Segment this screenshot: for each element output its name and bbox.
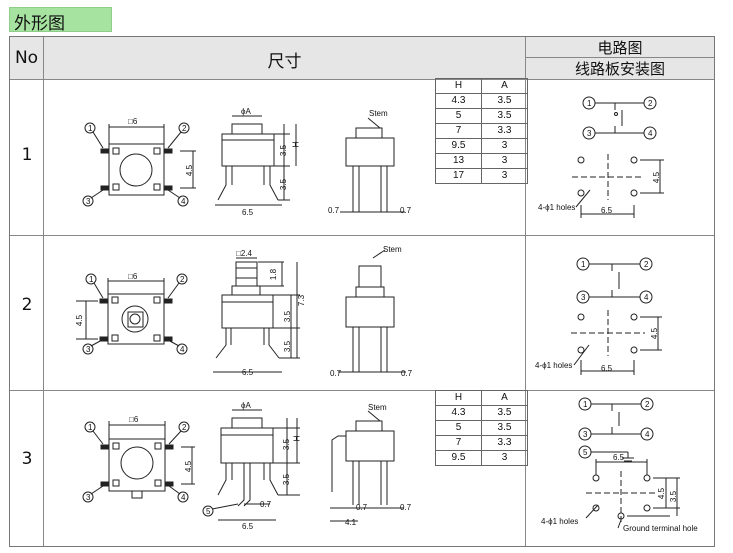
row2-circuit: [576, 257, 653, 304]
row1-side-view: [215, 115, 297, 206]
row-divider-0: [10, 79, 714, 80]
header-no: No: [14, 48, 39, 68]
col-divider-1: [43, 37, 44, 546]
row3-circuit: [578, 397, 654, 462]
row3-side-view: [202, 409, 300, 521]
row3-pcb-layout: [585, 459, 680, 529]
header-size: 尺寸: [267, 52, 302, 72]
row1-front-view: [340, 117, 405, 213]
row-divider-1: [10, 235, 714, 236]
row2-top-view: [76, 273, 188, 355]
r1-label-sq6: □6: [128, 117, 138, 126]
row2-front-view: [338, 249, 406, 373]
spec-table: No 尺寸 电路图 线路板安装图 1 2 3: [9, 36, 715, 547]
row-number-2: 2: [21, 295, 33, 315]
row3-front-view: [330, 410, 404, 522]
header-circuit-cell: [526, 37, 714, 80]
row3-top-view: [82, 421, 195, 503]
header-sub-divider: [526, 57, 714, 58]
row-number-1: 1: [21, 145, 33, 165]
section-title-tab: 外形图: [9, 7, 112, 34]
section-title: 外形图: [14, 14, 65, 34]
row2-pcb-layout: [571, 310, 662, 375]
header-no-cell: [10, 37, 43, 80]
col-divider-2: [525, 37, 526, 546]
row1-pcb-layout: [572, 154, 664, 218]
row-divider-2: [10, 390, 714, 391]
header-circuit: 电路图: [597, 39, 643, 57]
row1-top-view: [82, 122, 196, 207]
row2-side-view: [213, 257, 300, 373]
row-number-3: 3: [21, 449, 33, 469]
header-pcb: 线路板安装图: [574, 60, 665, 78]
row1-circuit: [582, 96, 657, 140]
